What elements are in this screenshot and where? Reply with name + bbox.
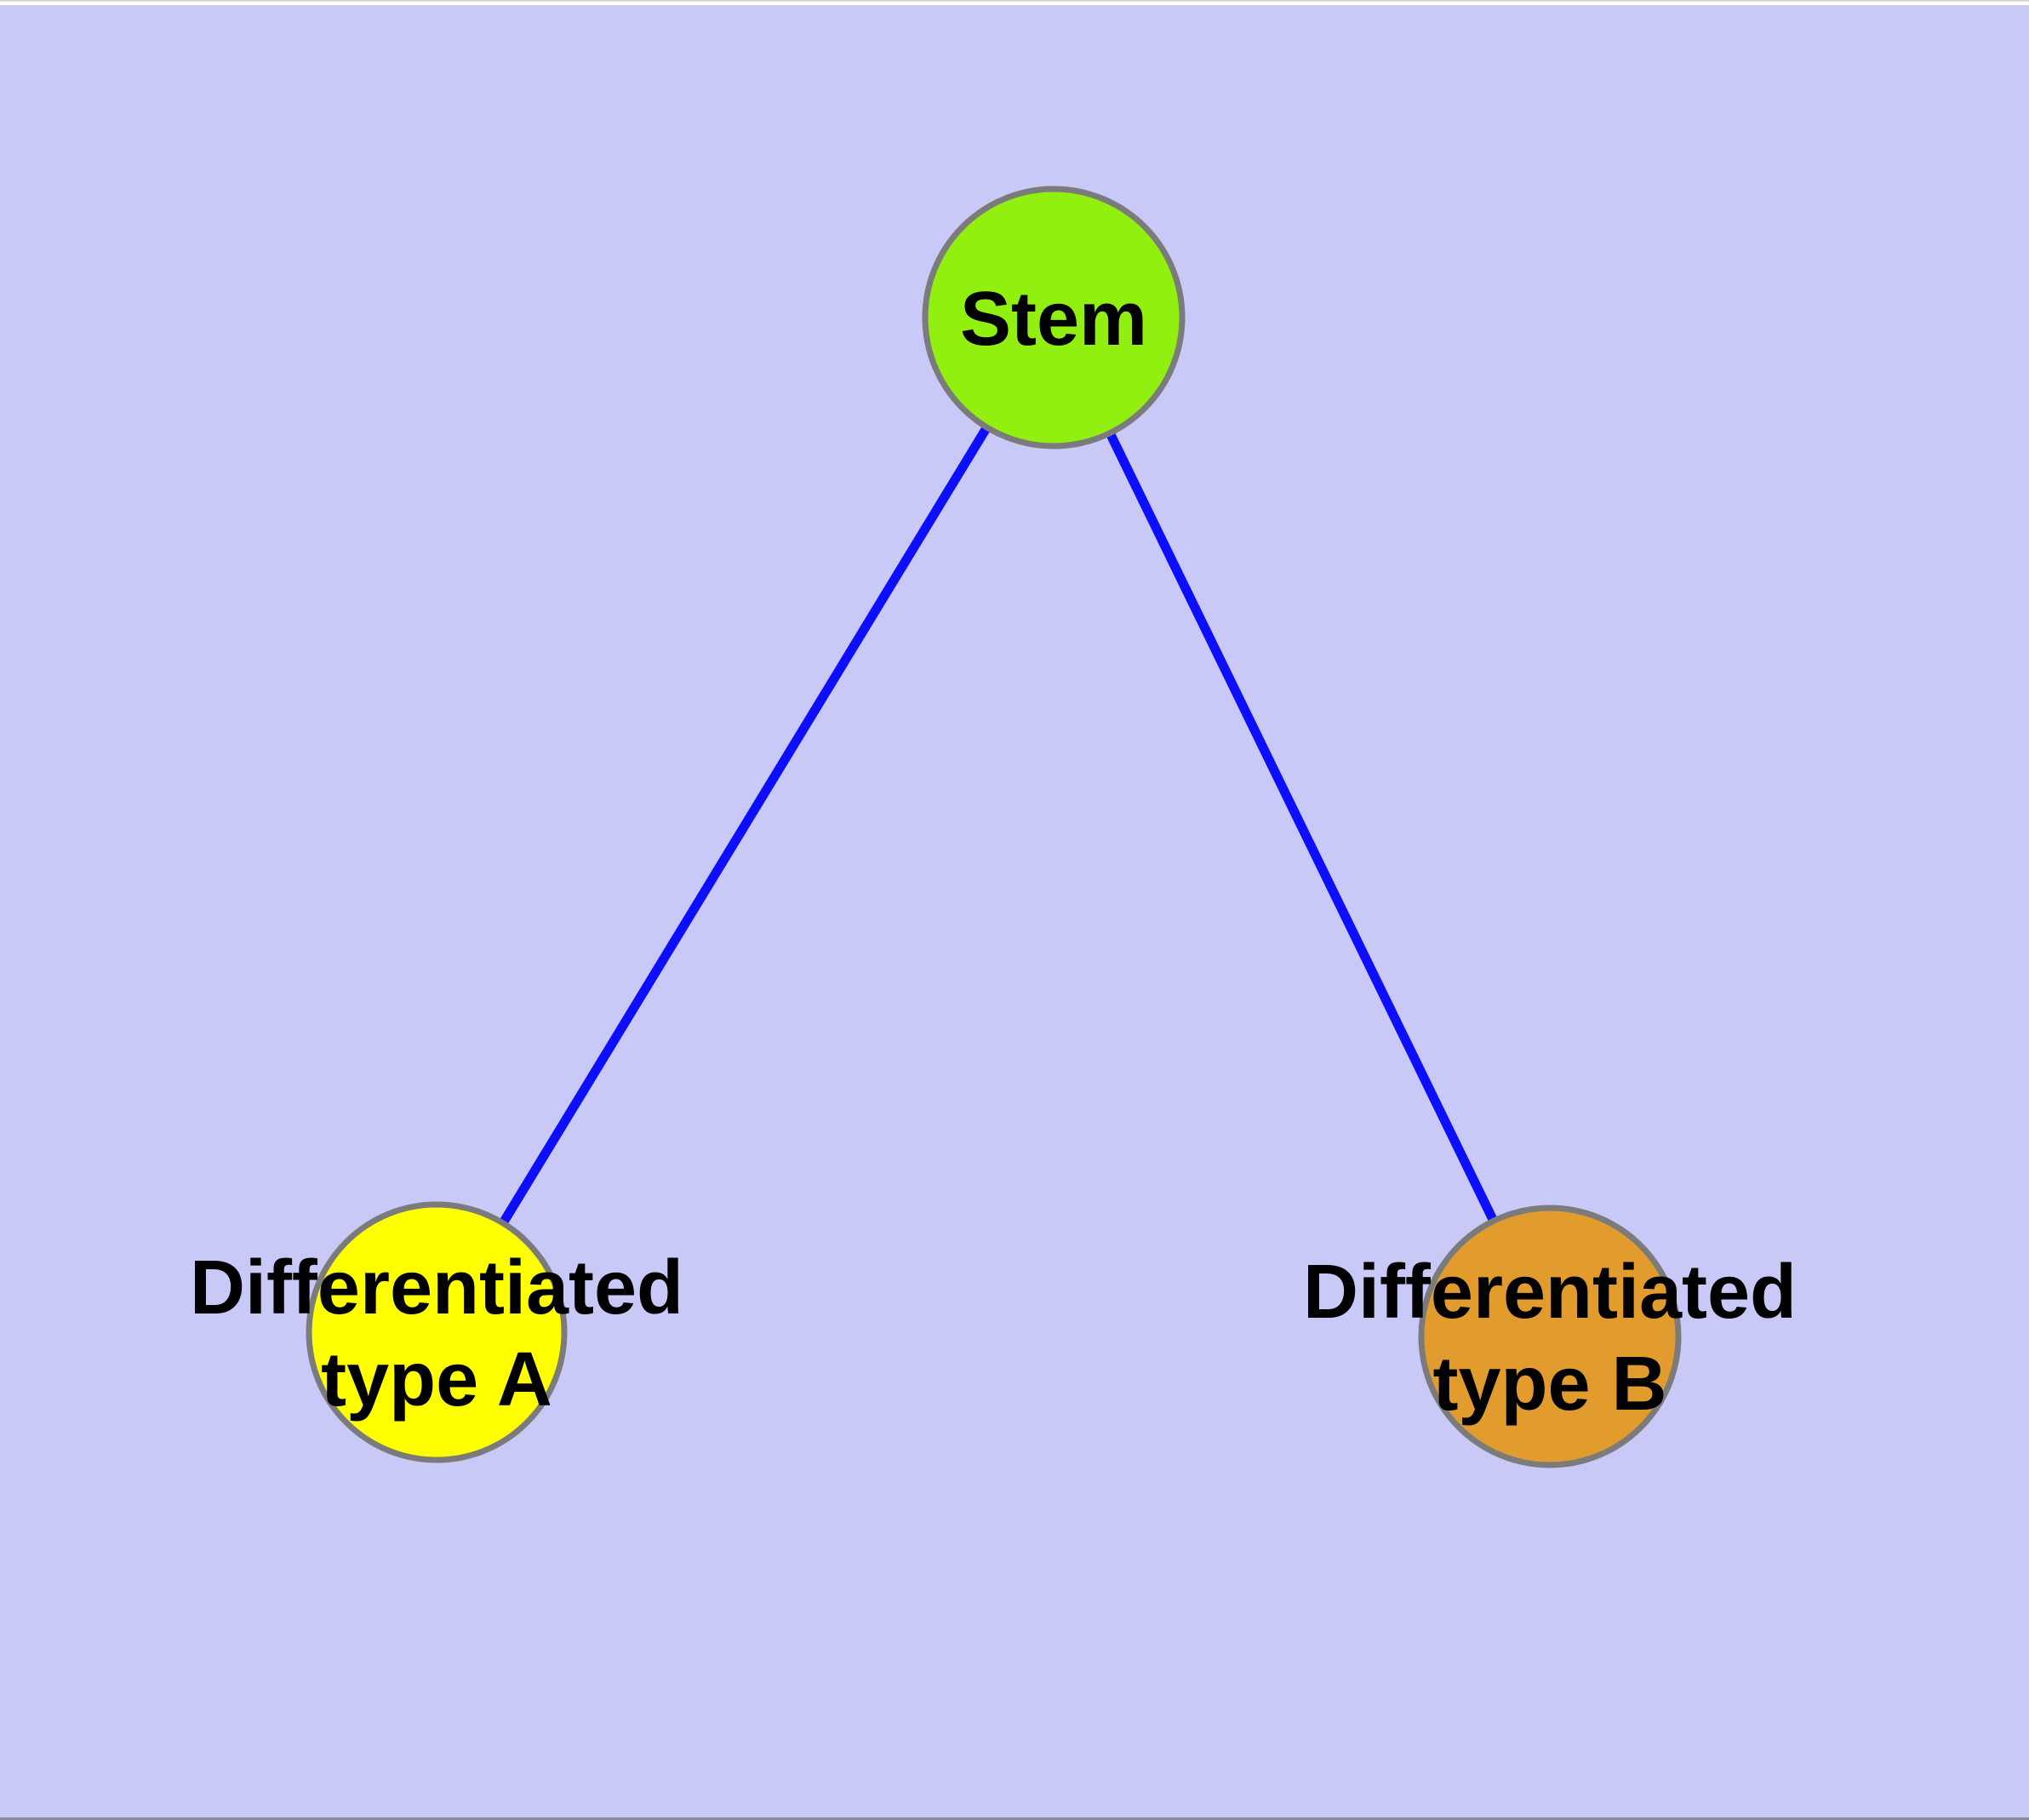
edge-stem-to-differentiated-type-a (432, 315, 1058, 1335)
edge-stem-to-differentiated-type-b (1049, 315, 1554, 1339)
edges-layer (432, 315, 1554, 1339)
node-label-line: type A (321, 1337, 552, 1422)
node-differentiated-type-a (306, 1201, 568, 1463)
node-label-line: Stem (960, 277, 1147, 362)
node-label-stem: Stem (960, 277, 1147, 362)
node-label-line: Differentiated (190, 1245, 683, 1331)
window-top-edge-line (0, 0, 2029, 2)
node-differentiated-type-b (1418, 1205, 1682, 1468)
node-label-line: type B (1432, 1342, 1666, 1427)
window-bottom-strip (0, 1817, 2029, 1820)
window-top-strip (0, 0, 2029, 5)
nodes-layer (306, 186, 1682, 1468)
node-label-line: Differentiated (1303, 1250, 1797, 1335)
node-stem (922, 186, 1186, 449)
